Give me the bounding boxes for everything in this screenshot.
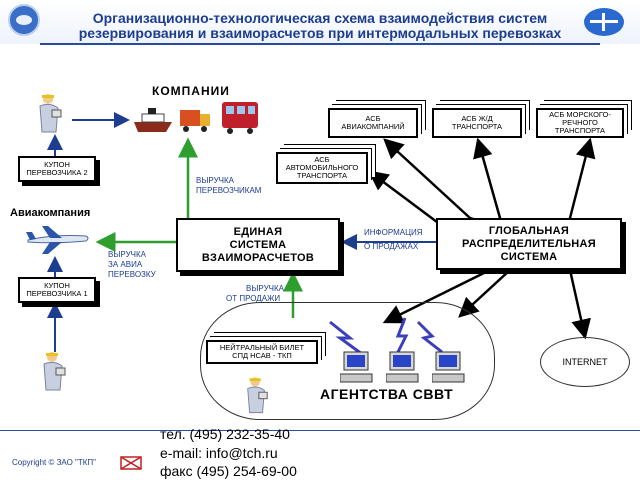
neutral-ticket-line2: СПД НСАВ - ТКП	[232, 351, 292, 360]
link-global-internet	[556, 250, 591, 340]
train-icon	[222, 102, 258, 134]
coupon2-line2: ПЕРЕВОЗЧИКА 2	[26, 168, 88, 177]
unified-line1: ЕДИНАЯ	[233, 225, 283, 238]
revenue-air-line2: ЗА АВИА	[108, 260, 143, 269]
envelope-icon[interactable]	[120, 456, 142, 470]
sales-info-line1: ИНФОРМАЦИЯ	[364, 228, 423, 237]
revenue-air-line3: ПЕРЕВОЗКУ	[108, 270, 156, 279]
title-line-1: Организационно-технологическая схема вза…	[92, 10, 548, 26]
coupon1-line2: ПЕРЕВОЗЧИКА 1	[26, 289, 88, 298]
asb-sea-line2: РЕЧНОГО	[562, 118, 598, 127]
asb-rail-line1: АСБ Ж/Д	[461, 114, 493, 123]
asb-rail: АСБ Ж/Д ТРАНСПОРТА	[432, 108, 522, 138]
sales-info-line2: О ПРОДАЖАХ	[364, 242, 419, 251]
lightning-1	[329, 320, 363, 356]
asb-auto-line2: АВТОМОБИЛЬНОГО	[285, 163, 359, 172]
link-asb-rail	[473, 137, 515, 238]
asb-auto: АСБ АВТОМОБИЛЬНОГО ТРАНСПОРТА	[276, 152, 368, 184]
asb-sea-line1: АСБ МОРСКОГО-	[549, 110, 611, 119]
ship-icon	[134, 108, 172, 132]
coupon-carrier-2: КУПОН ПЕРЕВОЗЧИКА 2	[18, 156, 96, 182]
link-asb-air	[383, 138, 490, 238]
neutral-ticket: НЕЙТРАЛЬНЫЙ БИЛЕТ СПД НСАВ - ТКП	[206, 340, 318, 364]
agencies-cluster	[200, 302, 495, 420]
global-line1: ГЛОБАЛЬНАЯ	[488, 224, 570, 237]
footer-divider	[0, 430, 640, 431]
asb-air-line1: АСБ	[365, 114, 381, 123]
header-band	[0, 0, 640, 44]
unified-settlement-system: ЕДИНАЯ СИСТЕМА ВЗАИМОРАСЧЕТОВ	[176, 218, 340, 272]
internet-cloud: INTERNET	[540, 337, 630, 387]
coupon1-line1: КУПОН	[44, 281, 70, 290]
link-asb-sea	[555, 137, 596, 238]
unified-line2: СИСТЕМА	[229, 238, 287, 251]
revenue-sales-label: ВЫРУЧКА ОТ ПРОДАЖИ	[226, 284, 284, 304]
contact-phone: тел. (495) 232-35-40	[160, 426, 290, 442]
global-distribution-system: ГЛОБАЛЬНАЯ РАСПРЕДЕЛИТЕЛЬНАЯ СИСТЕМА	[436, 218, 622, 270]
lightning-2	[395, 317, 409, 353]
revenue-air-label: ВЫРУЧКА ЗА АВИА ПЕРЕВОЗКУ	[108, 250, 156, 280]
computer-icon-3	[432, 351, 465, 383]
global-line2: РАСПРЕДЕЛИТЕЛЬНАЯ	[462, 237, 596, 250]
revenue-carriers-line2: ПЕРЕВОЗЧИКАМ	[196, 186, 262, 195]
revenue-air-line1: ВЫРУЧКА	[108, 250, 146, 259]
companies-label: КОМПАНИИ	[152, 84, 230, 98]
revenue-sales-line1: ВЫРУЧКА	[246, 284, 284, 293]
truck-icon	[180, 110, 210, 132]
logo-right	[584, 8, 624, 36]
airline-label: Авиакомпания	[10, 207, 91, 219]
link-asb-auto	[367, 170, 466, 247]
coupon-carrier-1: КУПОН ПЕРЕВОЗЧИКА 1	[18, 277, 96, 303]
unified-line3: ВЗАИМОРАСЧЕТОВ	[201, 251, 315, 264]
title-line-2: резервирования и взаиморасчетов при инте…	[78, 25, 562, 41]
global-line3: СИСТЕМА	[500, 250, 558, 263]
revenue-sales-line2: ОТ ПРОДАЖИ	[226, 294, 281, 303]
agencies-label: АГЕНТСТВА СВВТ	[320, 386, 454, 402]
contact-email: e-mail: info@tch.ru	[160, 445, 278, 461]
airplane-icon	[26, 226, 89, 254]
logo-left	[8, 4, 40, 36]
asb-airlines: АСБ АВИАКОМПАНИЙ	[328, 108, 418, 138]
computer-icon-1	[340, 351, 373, 383]
lightning-3	[416, 320, 443, 354]
asb-auto-line3: ТРАНСПОРТА	[296, 171, 348, 180]
asb-auto-line1: АСБ	[314, 155, 330, 164]
header-divider	[40, 43, 600, 45]
asb-air-line2: АВИАКОМПАНИЙ	[341, 122, 405, 131]
person-icon-top	[39, 94, 62, 133]
computer-icon-2	[386, 351, 419, 383]
revenue-carriers-label: ВЫРУЧКА ПЕРЕВОЗЧИКАМ	[196, 176, 261, 196]
link-global-agency-2	[458, 250, 530, 318]
contact-fax: факс (495) 254-69-00	[160, 463, 297, 479]
asb-rail-line2: ТРАНСПОРТА	[451, 122, 503, 131]
sales-info-label: ИНФОРМАЦИЯ О ПРОДАЖАХ	[364, 228, 423, 252]
revenue-carriers-line1: ВЫРУЧКА	[196, 176, 234, 185]
person-icon-bottom	[43, 352, 66, 391]
copyright: Copyright © ЗАО "ТКП"	[12, 458, 96, 467]
coupon2-line1: КУПОН	[44, 160, 70, 169]
asb-sea-river: АСБ МОРСКОГО- РЕЧНОГО ТРАНСПОРТА	[536, 108, 624, 138]
neutral-ticket-line1: НЕЙТРАЛЬНЫЙ БИЛЕТ	[219, 343, 305, 352]
asb-sea-line3: ТРАНСПОРТА	[554, 126, 606, 135]
